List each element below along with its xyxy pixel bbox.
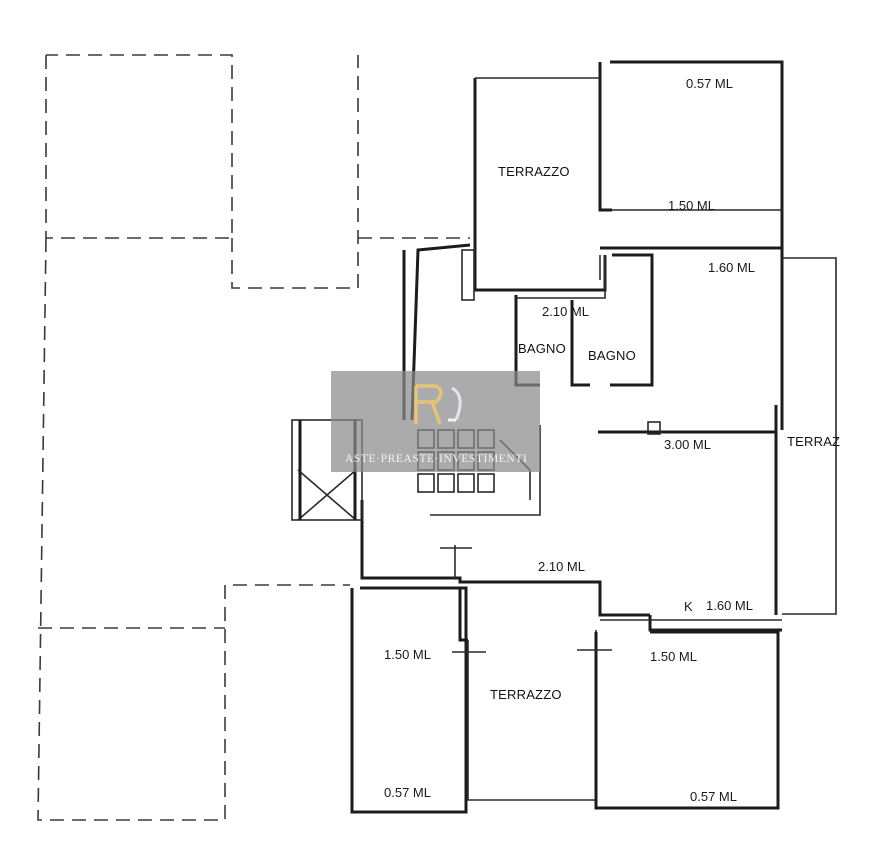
label-terrazzo-top: TERRAZZO	[498, 164, 570, 179]
label-terraz-right: TERRAZ	[787, 434, 840, 449]
watermark-logo-icon	[414, 384, 462, 425]
dim-top-right-lower: 1.50 ML	[668, 198, 715, 213]
label-bagno-right: BAGNO	[588, 348, 636, 363]
dim-top-right-upper: 0.57 ML	[686, 76, 733, 91]
dim-bottom-left-lower: 0.57 ML	[384, 785, 431, 800]
label-terrazzo-bottom: TERRAZZO	[490, 687, 562, 702]
dim-corridor: 3.00 ML	[664, 437, 711, 452]
dim-right-lower: 1.60 ML	[706, 598, 753, 613]
bottom-block	[350, 586, 780, 814]
dim-bottom-right-upper: 1.50 ML	[650, 649, 697, 664]
watermark-band	[331, 371, 540, 472]
right-block	[598, 246, 837, 632]
dim-bath-width: 2.10 ML	[542, 304, 589, 319]
label-bagno-left: BAGNO	[518, 341, 566, 356]
dim-right-upper: 1.60 ML	[708, 260, 755, 275]
dim-bottom-left-upper: 1.50 ML	[384, 647, 431, 662]
dim-bottom-right-lower: 0.57 ML	[690, 789, 737, 804]
dashed-outlines	[37, 54, 470, 821]
watermark-text: ASTE·PREASTE·INVESTIMENTI	[345, 453, 527, 465]
dim-center-lower: 2.10 ML	[538, 559, 585, 574]
dim-k-mark: K	[684, 599, 693, 614]
watermark: ASTE·PREASTE·INVESTIMENTI	[331, 371, 540, 472]
